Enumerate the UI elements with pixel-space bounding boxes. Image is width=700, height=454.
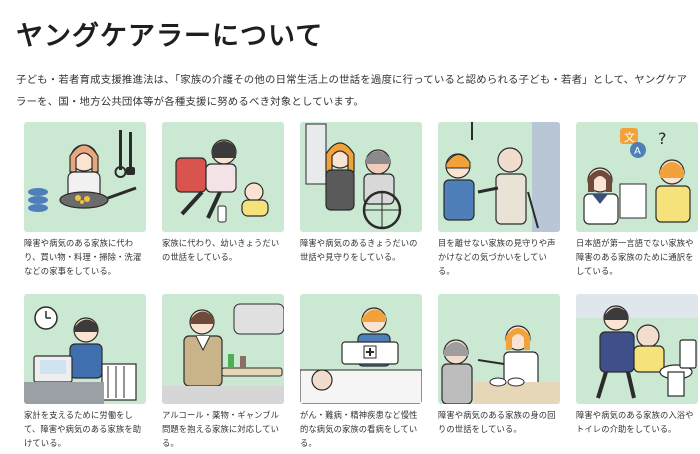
page-title: ヤングケアラーについて [16,21,324,52]
card-nursing: がん・難病・精神疾患など慢性的な病気の家族の看病をしている。 [300,294,422,450]
cooking-icon [24,122,146,232]
wheelchair-icon [300,122,422,232]
watching-elder-icon [438,122,560,232]
card-bathing-toilet: 障害や病気のある家族の入浴やトイレの介助をしている。 [576,294,698,436]
card-wheelchair: 障害や病気のあるきょうだいの世話や見守りをしている。 [300,122,422,264]
svg-text:文: 文 [624,130,635,144]
card-caption: 障害や病気のある家族に代わり、買い物・料理・掃除・洗濯などの家事をしている。 [24,238,142,276]
card-addiction-support: アルコール・薬物・ギャンブル問題を抱える家族に対応している。 [162,294,284,450]
card-sibling-care: 家族に代わり、幼いきょうだいの世話をしている。 [162,122,284,264]
interpreting-icon: 文 A ? [576,122,698,232]
nursing-icon [300,294,422,404]
card-cooking: 障害や病気のある家族に代わり、買い物・料理・掃除・洗濯などの家事をしている。 [24,122,146,278]
card-caption: 障害や病気のあるきょうだいの世話や見守りをしている。 [300,238,418,262]
sibling-care-icon [162,122,284,232]
card-caption: 障害や病気のある家族の入浴やトイレの介助をしている。 [576,410,694,434]
bathing-toilet-icon [576,294,698,404]
card-caption: がん・難病・精神疾患など慢性的な病気の家族の看病をしている。 [300,410,418,448]
card-caption: 家族に代わり、幼いきょうだいの世話をしている。 [162,238,280,262]
card-working: 家計を支えるために労働をして、障害や病気のある家族を助けている。 [24,294,146,450]
feeding-icon [438,294,560,404]
card-caption: 障害や病気のある家族の身の回りの世話をしている。 [438,410,556,434]
addiction-support-icon [162,294,284,404]
svg-text:A: A [634,146,641,157]
card-feeding: 障害や病気のある家族の身の回りの世話をしている。 [438,294,560,436]
card-interpreting: 文 A ? 日本語が第一言語でない家族や障害のある家族のために通訳をしている。 [576,122,698,278]
card-watching-elder: 目を離せない家族の見守りや声かけなどの気づかいをしている。 [438,122,560,278]
intro-paragraph: 子ども・若者育成支援推進法は、「家族の介護その他の日常生活上の世話を過度に行って… [16,74,688,108]
card-caption: 家計を支えるために労働をして、障害や病気のある家族を助けている。 [24,410,142,448]
working-icon [24,294,146,404]
card-caption: アルコール・薬物・ギャンブル問題を抱える家族に対応している。 [162,410,280,448]
card-caption: 目を離せない家族の見守りや声かけなどの気づかいをしている。 [438,238,556,276]
card-caption: 日本語が第一言語でない家族や障害のある家族のために通訳をしている。 [576,238,694,276]
svg-text:?: ? [658,129,667,148]
